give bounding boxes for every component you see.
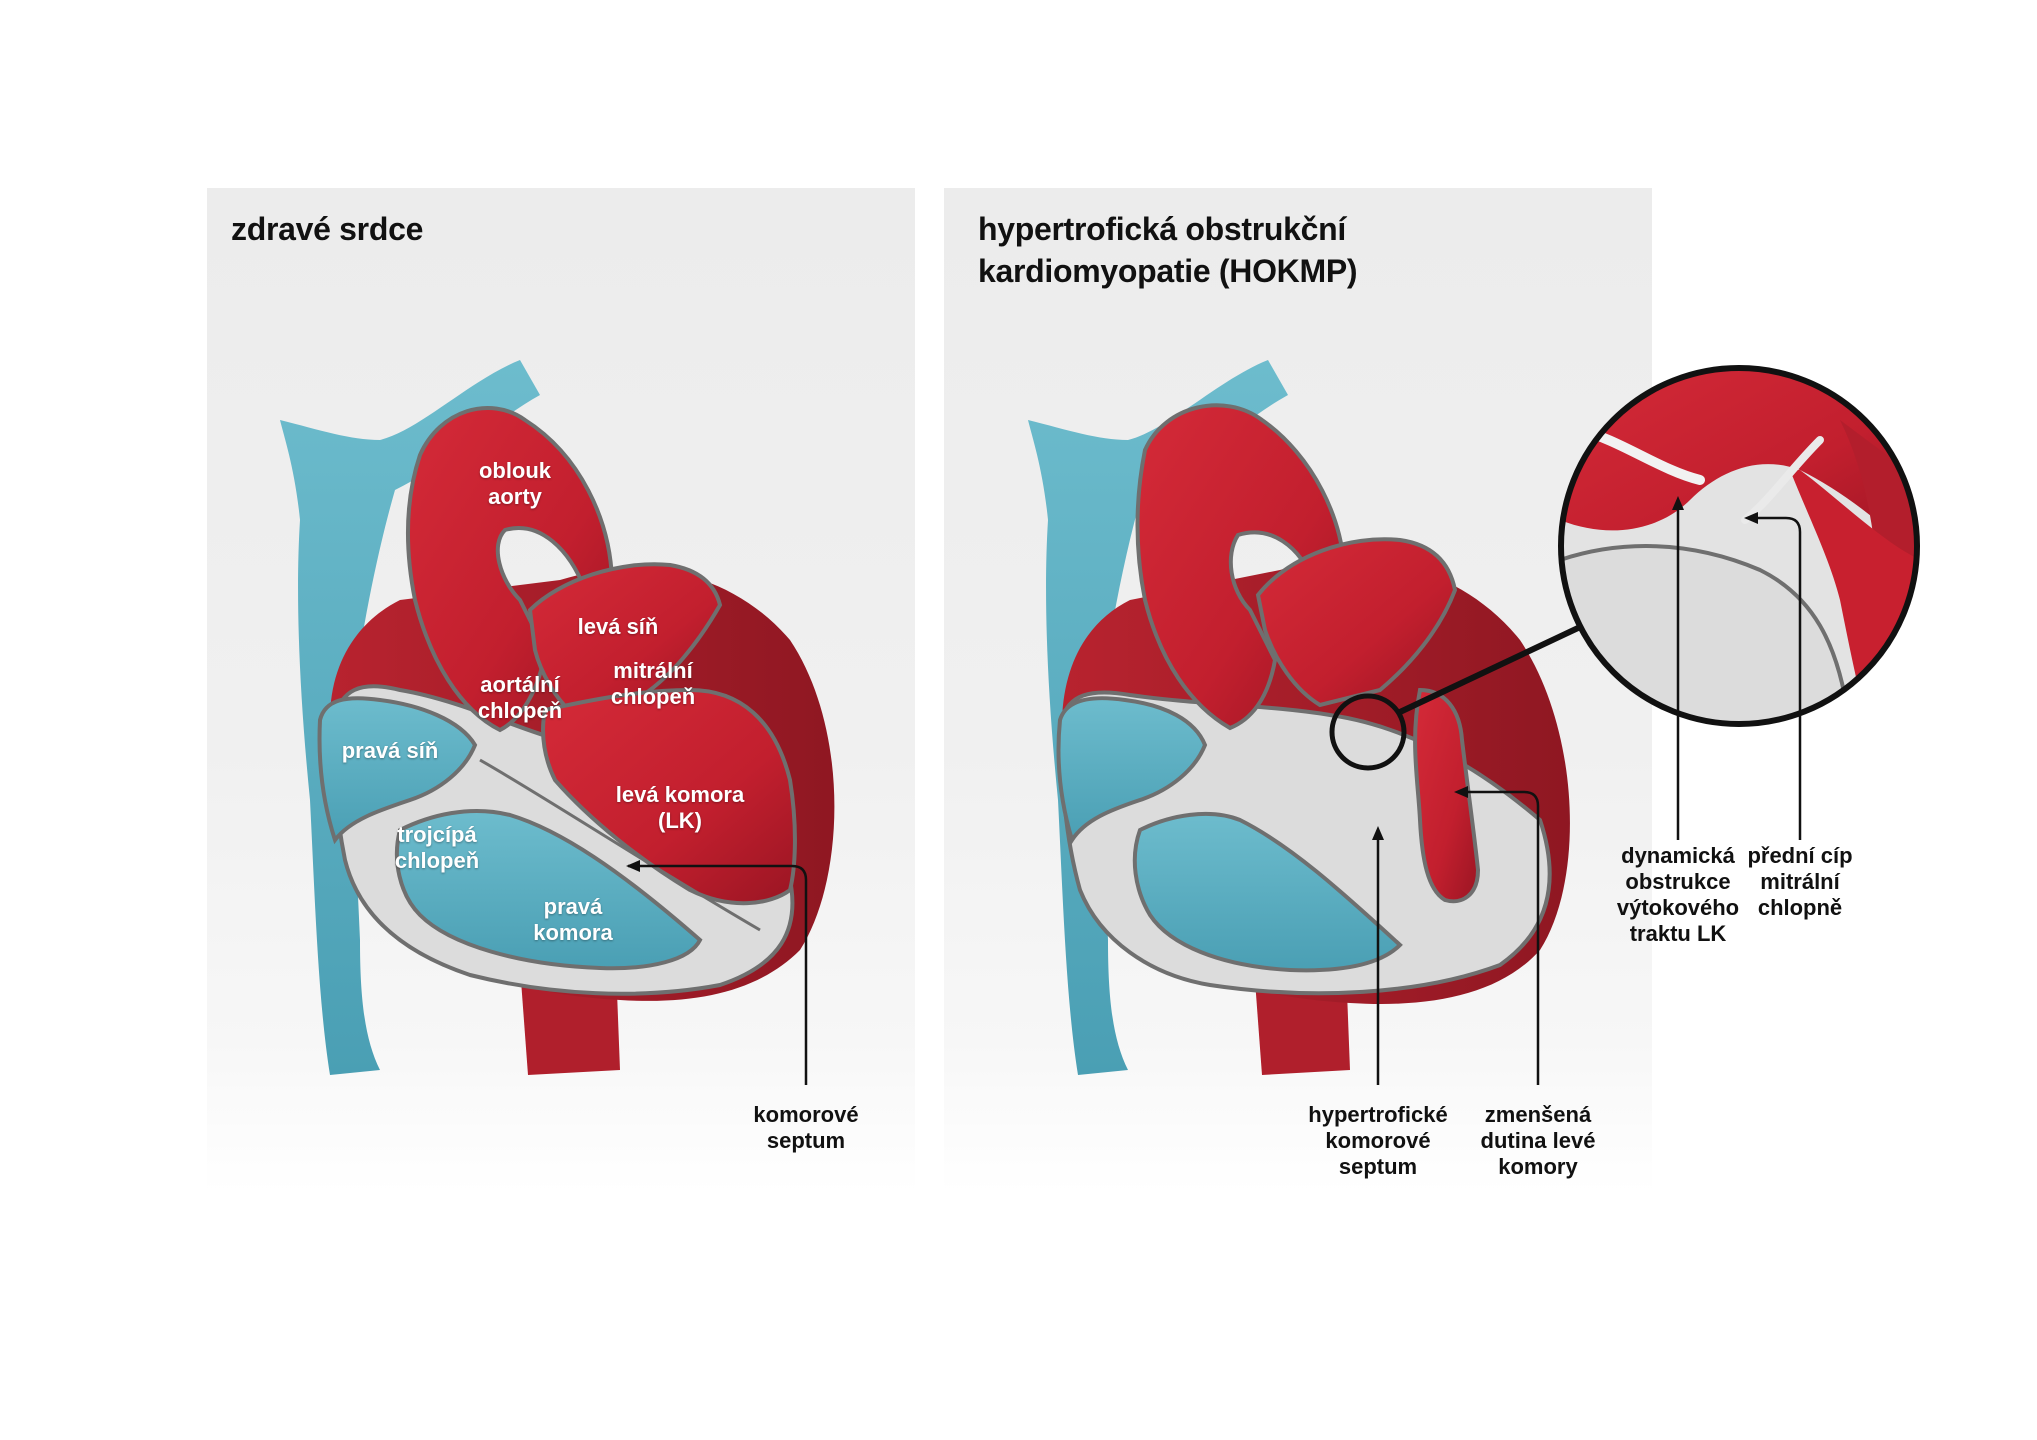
label-reduced-left-ventricle-cavity: zmenšená dutina levé komory [1480,1102,1596,1179]
healthy-interventricular-line [479,758,761,932]
hocm-right-ventricle [1132,811,1403,973]
hocm-right-atrium [1056,696,1208,845]
label-left-atrium: levá síň [577,614,659,639]
hocm-title-line-2: kardiomyopatie (HOKMP) [978,253,1358,289]
label-right-atrium: pravá síň [341,738,439,763]
reduced-cavity-leader [1458,790,1540,1085]
healthy-left-atrium [527,562,723,718]
magnifier-connector [1398,625,1580,715]
outflow-tract-magnifier [1558,365,1920,727]
mitral-leaflet-arrowhead [1744,512,1758,524]
label-tricuspid-valve: trojcípá chlopeň [394,822,480,873]
label-ventricular-septum: komorové septum [753,1102,859,1153]
outflow-obstruction-arrowhead [1672,496,1684,510]
hocm-heart [1028,360,1920,1085]
label-aortic-arch: oblouk aorty [478,458,552,509]
healthy-heart [280,360,835,1085]
hocm-aortic-arch [1135,403,1348,731]
hocm-heart-title: hypertrofická obstrukční kardiomyopatie … [978,208,1358,292]
label-hypertrophic-septum: hypertrofické komorové septum [1308,1102,1448,1179]
reduced-cavity-arrowhead [1454,786,1468,798]
healthy-aortic-arch [406,405,615,733]
healthy-vena-cava [280,360,540,1075]
hocm-left-atrium [1255,537,1458,708]
hocm-obstruction-circle [1329,693,1407,771]
healthy-septum-arrowhead [626,860,640,872]
label-anterior-mitral-leaflet: přední cíp mitrální chlopně [1747,843,1853,920]
healthy-heart-title: zdravé srdce [231,211,424,247]
label-left-ventricle: levá komora (LK) [615,782,745,833]
label-mitral-valve: mitrální chlopeň [610,658,696,709]
healthy-right-ventricle [395,808,703,971]
healthy-septum-leader [628,864,808,1085]
label-dynamic-outflow-obstruction: dynamická obstrukce výtokového traktu LK [1616,843,1740,946]
hocm-title-line-1: hypertrofická obstrukční [978,211,1347,247]
hypertrophic-septum-arrowhead [1372,826,1384,840]
mitral-leaflet-leader [1748,516,1802,840]
healthy-right-atrium [317,696,478,845]
healthy-left-ventricle [541,687,797,906]
label-right-ventricle: pravá komora [533,894,613,945]
label-aortic-valve: aortální chlopeň [477,672,563,723]
hocm-reduced-left-ventricle [1413,687,1481,904]
